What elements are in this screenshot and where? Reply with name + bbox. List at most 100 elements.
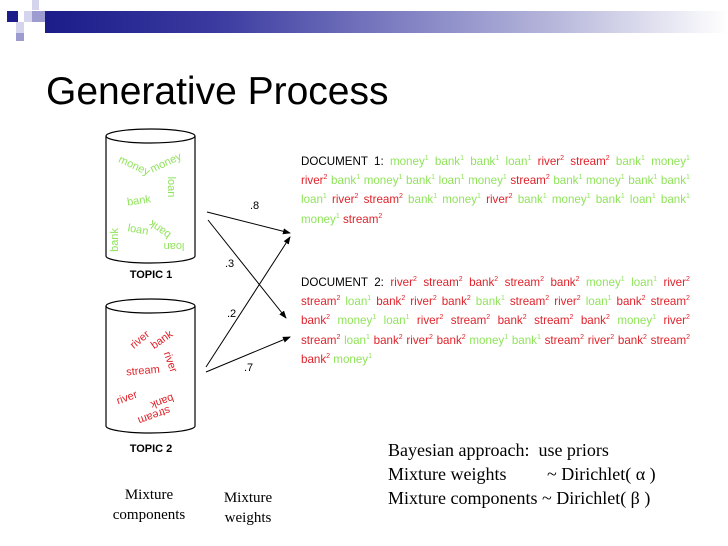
document-word: bank1: [517, 193, 547, 207]
header-gradient-bar: [45, 11, 728, 33]
document-word: stream2: [650, 333, 691, 347]
document-word: river2: [663, 276, 690, 289]
document-word: stream2: [301, 333, 341, 347]
document-word: money1: [585, 276, 625, 289]
document-word: bank1: [595, 193, 625, 207]
arrow-topic1-doc1: [206, 211, 291, 235]
document-word: river2: [406, 333, 433, 347]
document-word: stream2: [363, 193, 403, 207]
document-word: bank2: [436, 333, 466, 347]
document-word: money1: [617, 314, 657, 328]
document-word: bank1: [553, 174, 583, 188]
document-word: bank1: [475, 295, 505, 309]
document-label: DOCUMENT 2:: [301, 276, 384, 289]
document-word: river2: [416, 314, 444, 328]
document-word: loan1: [344, 333, 370, 347]
document-word: stream2: [544, 333, 584, 347]
document-word: river2: [554, 295, 581, 309]
document-word: river2: [331, 193, 359, 207]
document-word: loan1: [505, 155, 532, 168]
decor-square: [16, 33, 24, 41]
document-word: money1: [551, 193, 591, 207]
document-word: loan1: [301, 193, 327, 207]
decor-square: [24, 11, 32, 22]
document-word: money1: [442, 193, 481, 207]
document-word: stream2: [450, 314, 491, 328]
decor-square: [16, 22, 24, 33]
document-word: loan1: [631, 276, 657, 289]
topic-word: bank: [109, 228, 121, 252]
slide-title: Generative Process: [46, 70, 389, 113]
arrow-topic2-doc2: [205, 336, 291, 373]
document-word: money1: [389, 155, 429, 168]
caption-mixture-weights: Mixture weights: [223, 490, 273, 526]
document-word: bank2: [469, 276, 499, 289]
document-word: bank1: [406, 174, 436, 188]
topic-1-label: TOPIC 1: [129, 269, 173, 281]
document-word: loan1: [345, 295, 372, 309]
document-word: stream2: [510, 174, 550, 188]
document-word: river2: [390, 276, 417, 289]
weight-label: .8: [250, 200, 260, 212]
document-word: river2: [537, 155, 565, 168]
document-word: money1: [363, 174, 403, 188]
document-word: bank2: [376, 295, 406, 309]
weights-prior-line: Mixture weights ~ Dirichlet( α ): [388, 464, 656, 484]
document-word: bank2: [550, 276, 580, 289]
document-word: bank2: [497, 314, 527, 328]
topic-1-cylinder: [105, 128, 196, 264]
document-word: money1: [337, 314, 377, 328]
document-word: stream2: [301, 295, 341, 309]
document-word: bank2: [301, 352, 331, 366]
document-word: river2: [486, 193, 513, 207]
document-word: bank2: [373, 333, 403, 347]
decor-square: [32, 0, 39, 10]
document-word: loan1: [629, 193, 656, 207]
document-word: bank1: [470, 155, 500, 168]
document-word: bank1: [331, 174, 361, 188]
document-word: bank1: [615, 155, 645, 168]
weight-label: .3: [225, 258, 235, 270]
document-2: DOCUMENT 2: river2 stream2 bank2 stream2…: [301, 273, 690, 369]
document-word: river2: [301, 174, 328, 188]
document-word: bank1: [511, 333, 541, 347]
document-word: bank1: [628, 174, 658, 188]
document-word: bank1: [408, 193, 438, 207]
document-word: stream2: [570, 155, 610, 168]
document-label: DOCUMENT 1:: [301, 155, 384, 168]
document-1: DOCUMENT 1: money1 bank1 bank1 loan1 riv…: [301, 152, 690, 229]
document-word: money1: [651, 155, 690, 168]
topic-word: loan: [163, 240, 185, 252]
bayesian-line: Bayesian approach: use priors: [388, 440, 609, 460]
topic-2-cylinder: [105, 298, 196, 434]
document-word: money1: [301, 212, 340, 226]
arrow-topic1-doc2: [207, 219, 287, 319]
document-word: bank2: [616, 295, 646, 309]
decor-square: [7, 11, 18, 22]
document-word: stream2: [650, 295, 690, 309]
weight-label: .2: [227, 308, 237, 320]
topic-word: loan: [165, 176, 177, 198]
topic-2-label: TOPIC 2: [129, 443, 173, 455]
document-word: loan1: [438, 174, 465, 188]
components-prior-line: Mixture components ~ Dirichlet( β ): [388, 488, 651, 508]
document-word: bank1: [660, 193, 690, 207]
document-word: bank2: [301, 314, 331, 328]
document-word: bank2: [580, 314, 610, 328]
arrow-topic2-doc1: [205, 236, 291, 368]
document-word: loan1: [585, 295, 612, 309]
decor-square: [32, 11, 45, 22]
document-word: money1: [333, 352, 372, 366]
document-word: stream2: [342, 212, 383, 226]
document-word: bank2: [617, 333, 647, 347]
document-word: bank2: [441, 295, 471, 309]
document-word: river2: [587, 333, 615, 347]
document-word: bank1: [660, 174, 690, 188]
document-word: stream2: [509, 295, 550, 309]
caption-mixture-components: Mixture components: [112, 487, 186, 523]
document-word: stream2: [423, 276, 463, 289]
document-word: stream2: [534, 314, 574, 328]
document-word: stream2: [504, 276, 544, 289]
document-word: river2: [663, 314, 690, 328]
